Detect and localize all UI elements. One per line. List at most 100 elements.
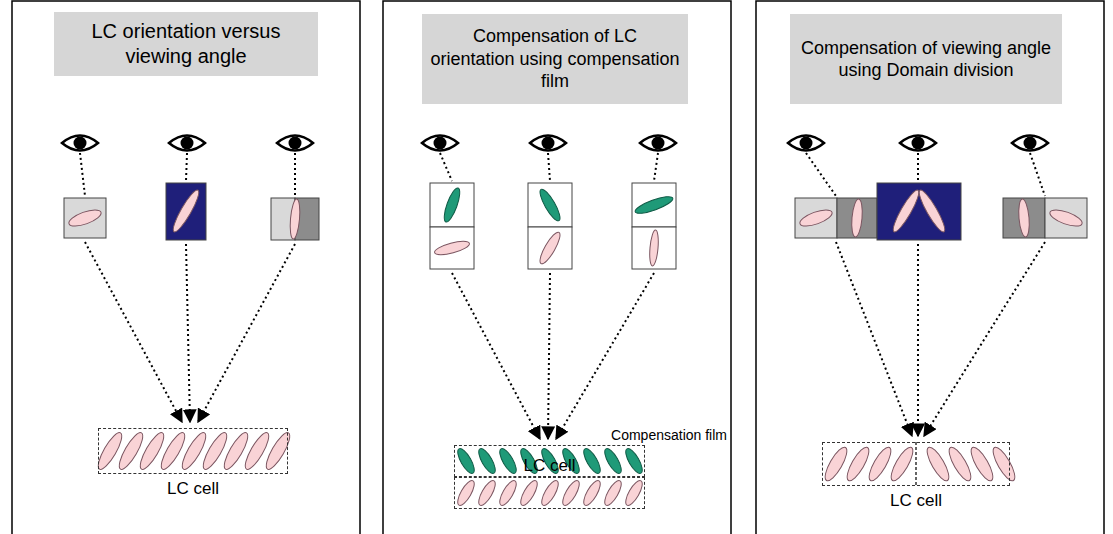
- view-box: [64, 198, 106, 238]
- eye-pupil: [434, 137, 447, 150]
- title-box: Compensation of LC orientation using com…: [422, 14, 688, 104]
- view-box: [430, 183, 474, 227]
- sight-line: [917, 153, 919, 181]
- view-box: [166, 183, 206, 240]
- eye-pupil: [800, 137, 813, 150]
- lc-molecule: [887, 445, 916, 484]
- eye-icon: [788, 136, 824, 151]
- lc-molecule: [916, 188, 949, 235]
- lc-molecule: [537, 230, 564, 266]
- panel-frame: [383, 1, 731, 534]
- view-arrow: [924, 242, 1045, 436]
- lc-molecule: [539, 478, 562, 507]
- film-molecule: [623, 446, 646, 475]
- lc-molecule: [1048, 207, 1084, 230]
- lc-molecule: [497, 478, 520, 507]
- lc-molecule: [850, 199, 863, 238]
- lc-molecule: [455, 478, 478, 507]
- sight-line: [654, 153, 658, 181]
- part-label: LC cell: [890, 491, 942, 511]
- lc-molecule: [262, 430, 293, 472]
- sight-line: [186, 153, 187, 181]
- view-box: [632, 227, 676, 269]
- lc-molecule: [170, 188, 203, 235]
- eye-icon: [640, 136, 676, 151]
- eye-pupil: [912, 137, 925, 150]
- lc-molecule: [989, 445, 1018, 484]
- lc-molecule: [623, 478, 646, 507]
- title-box: Compensation of viewing angle using Doma…: [790, 14, 1062, 104]
- eye-icon: [277, 136, 313, 151]
- lc-molecule: [821, 445, 850, 484]
- domain-divider: [915, 442, 917, 486]
- part-label: Compensation film: [611, 427, 727, 443]
- film-molecule: [581, 446, 604, 475]
- title-text: LC orientation versus viewing angle: [62, 19, 310, 69]
- lc-molecule: [890, 188, 923, 235]
- view-box: [632, 183, 676, 227]
- lc-molecule: [67, 207, 103, 230]
- eye-pupil: [652, 137, 665, 150]
- lc-molecule: [945, 445, 974, 484]
- title-box: LC orientation versus viewing angle: [54, 12, 318, 76]
- lc-molecule: [518, 478, 541, 507]
- film-molecule: [455, 446, 478, 475]
- view-arrow: [198, 244, 295, 422]
- eye-icon: [169, 136, 205, 151]
- sight-line: [294, 153, 296, 196]
- eye-pupil: [289, 137, 302, 150]
- lc-molecule: [433, 239, 470, 258]
- view-box: [528, 227, 572, 269]
- view-box: [430, 227, 474, 269]
- view-box: [1045, 198, 1087, 238]
- view-arrow: [548, 273, 550, 439]
- view-box: [1003, 198, 1045, 238]
- eye-pupil: [542, 137, 555, 150]
- lc-molecule: [967, 445, 996, 484]
- lc-molecule: [476, 478, 499, 507]
- sight-line: [440, 153, 452, 181]
- part-label: LC cell: [167, 479, 219, 499]
- part-label: LC cell: [524, 456, 576, 476]
- view-arrow: [452, 273, 540, 439]
- eye-icon: [422, 136, 458, 151]
- film-molecule: [633, 193, 674, 216]
- lc-cell: LC cell: [98, 428, 288, 474]
- film-molecule: [476, 446, 499, 475]
- lc-molecule: [648, 230, 659, 267]
- film-molecule: [441, 186, 463, 223]
- title-text: Compensation of LC orientation using com…: [430, 25, 680, 93]
- lc-molecule: [581, 478, 604, 507]
- view-box: [837, 198, 877, 238]
- panel-frame: [12, 1, 360, 534]
- lc-molecule: [923, 445, 952, 484]
- lc-molecule: [560, 478, 583, 507]
- lc-cell: LC cell: [454, 477, 645, 509]
- lc-molecule: [843, 445, 872, 484]
- film-molecule: [497, 446, 520, 475]
- sight-line: [80, 153, 85, 196]
- eye-icon: [530, 136, 566, 151]
- eye-icon: [900, 136, 936, 151]
- sight-line: [1030, 153, 1045, 196]
- eye-icon: [62, 136, 98, 151]
- sight-line: [806, 153, 836, 196]
- view-arrow: [186, 244, 190, 422]
- view-arrow: [917, 244, 919, 436]
- lc-molecule: [289, 199, 301, 240]
- lc-molecule: [865, 445, 894, 484]
- eye-icon: [1012, 136, 1048, 151]
- view-arrow: [556, 273, 654, 439]
- lc-molecule: [1017, 199, 1030, 238]
- eye-pupil: [1024, 137, 1037, 150]
- view-arrow: [836, 242, 912, 436]
- lc-molecule: [798, 207, 834, 230]
- panel-frame: [756, 1, 1104, 534]
- view-arrow: [85, 242, 182, 422]
- view-box: [528, 183, 572, 227]
- lc-molecule: [602, 478, 625, 507]
- film-molecule: [602, 446, 625, 475]
- eye-pupil: [181, 137, 194, 150]
